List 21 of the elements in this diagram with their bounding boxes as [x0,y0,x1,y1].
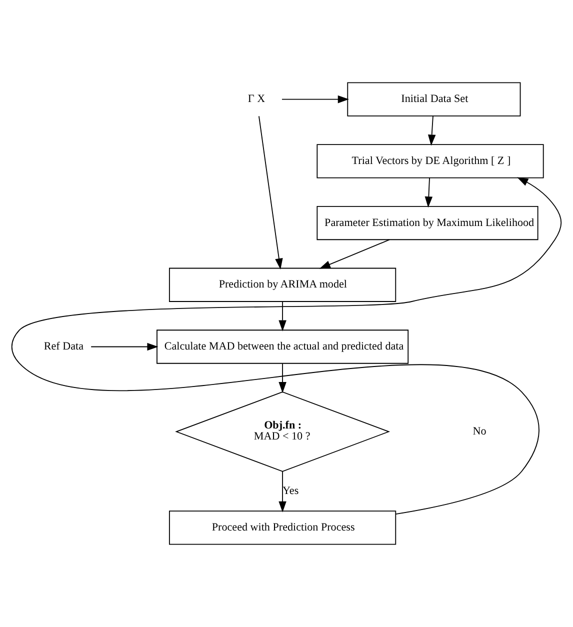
arrow [428,116,436,146]
node-box: Trial Vectors by DE Algorithm [ Z ] [316,144,544,178]
arrow [278,363,286,394]
arrow [11,177,562,515]
arrow [90,342,158,351]
arrow [278,301,286,332]
arrow [424,177,433,208]
arrow [278,470,286,512]
node-box: Calculate MAD between the actual and predicted data [156,330,409,364]
edge-label: Yes [282,485,299,498]
node-text: Γ X [248,93,266,106]
label: No [472,426,486,438]
arrow [282,95,349,104]
node-text: Ref Data [44,340,84,353]
node-box: Proceed with Prediction Process [168,510,396,545]
node-box: Prediction by ARIMA model [168,268,396,302]
arrow [258,116,283,270]
node-box: Parameter Estimation by Maximum Likelihood [316,206,538,240]
node-diamond: Obj.fn : MAD < 10 ? [175,391,390,472]
node-box: Initial Data Set [347,82,521,116]
arrow [319,239,390,269]
